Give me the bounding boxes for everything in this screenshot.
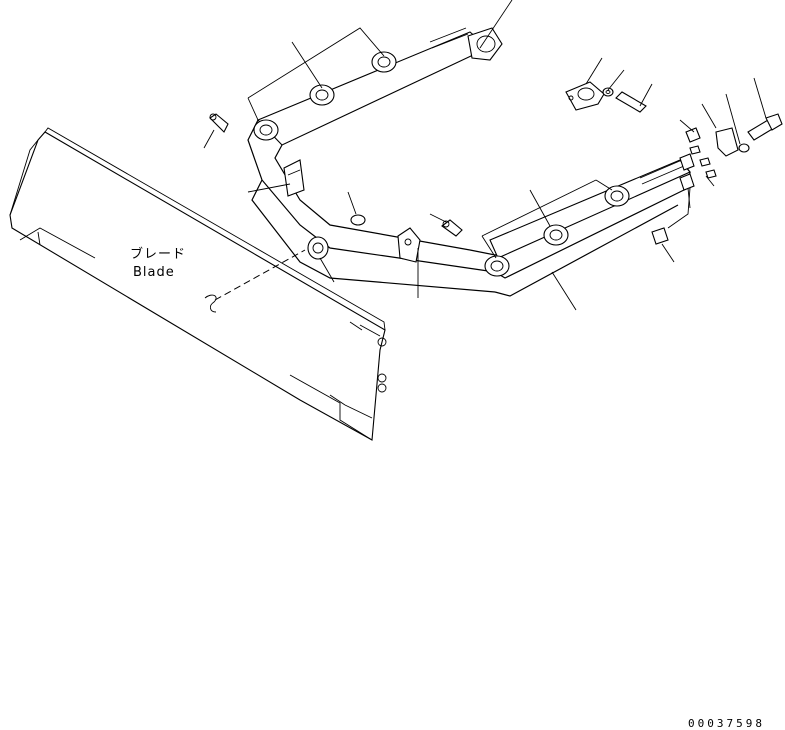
washer [602, 87, 614, 97]
block [651, 227, 669, 245]
washer-right [738, 143, 750, 153]
drawing-code: 00037598 [688, 717, 765, 730]
blade [9, 127, 387, 441]
frame-ball-joint [307, 236, 329, 260]
bolt [747, 113, 783, 141]
blade-label-jp: ブレード [130, 246, 186, 262]
cap-half [715, 127, 739, 157]
frame-bracket-left [283, 159, 305, 197]
blade-outline [9, 131, 386, 441]
grease-fitting-left [209, 113, 229, 133]
leader-lines [203, 0, 767, 311]
shims [685, 127, 717, 179]
grease-fitting-center [441, 219, 463, 237]
bushing-group-right [484, 185, 630, 277]
nut-center [350, 214, 366, 226]
trunnion-cap [467, 27, 503, 61]
bushing-group-left [253, 51, 397, 141]
blade-label-en: Blade [133, 265, 175, 280]
frame-bracket-center [397, 227, 421, 263]
frame-end-bracket [679, 153, 695, 191]
u-frame [247, 27, 691, 297]
pin [615, 91, 647, 113]
cap-flange [565, 81, 605, 111]
